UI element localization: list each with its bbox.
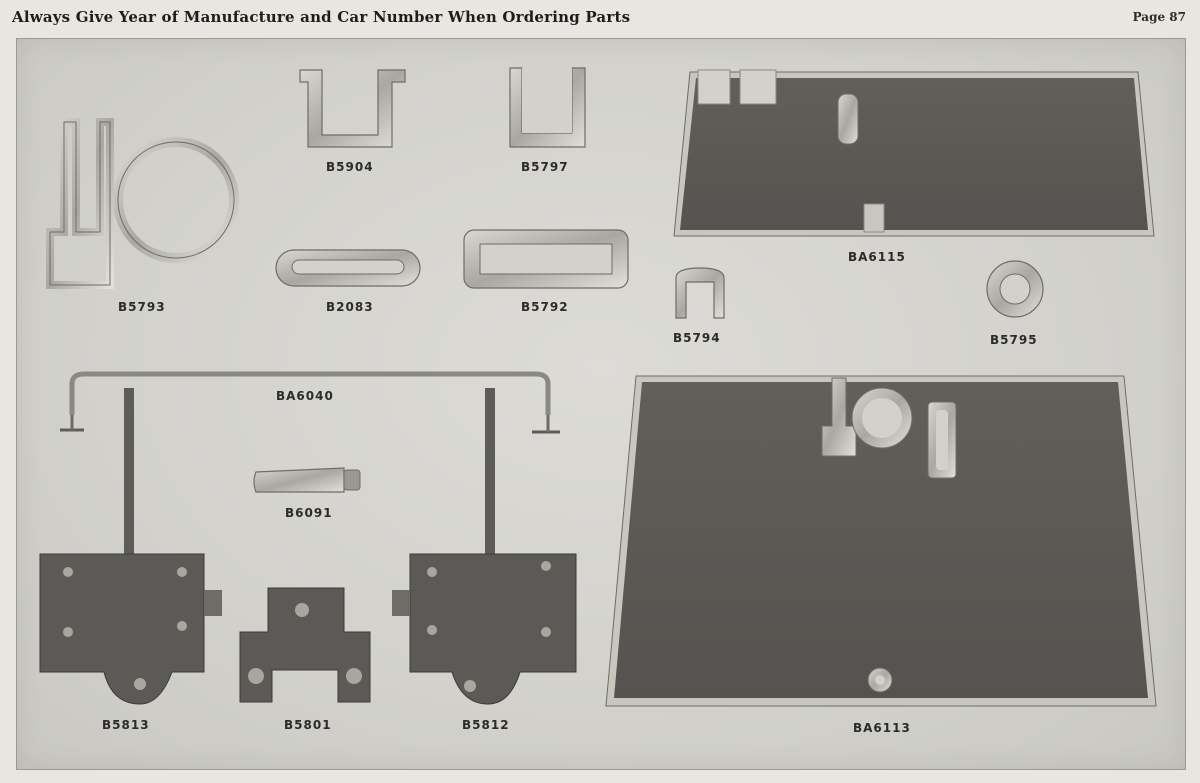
caption-b5793: B5793: [118, 300, 166, 314]
part-ba6040: [60, 371, 560, 434]
caption-b2083: B2083: [326, 300, 374, 314]
caption-b5813: B5813: [102, 718, 150, 732]
part-b5794: [675, 267, 725, 319]
caption-b5904: B5904: [326, 160, 374, 174]
caption-ba6113: BA6113: [853, 721, 911, 735]
part-b5795: [986, 260, 1044, 318]
part-ba6113: [605, 375, 1157, 707]
caption-b5801: B5801: [284, 718, 332, 732]
part-b5813: [39, 388, 222, 705]
part-b5812: [392, 388, 577, 705]
part-b6091: [253, 467, 361, 493]
caption-b5812: B5812: [462, 718, 510, 732]
caption-b5797: B5797: [521, 160, 569, 174]
caption-ba6115: BA6115: [848, 250, 906, 264]
part-b5904: [299, 69, 406, 148]
part-ba6115: [673, 69, 1155, 237]
page-header-title: Always Give Year of Manufacture and Car …: [12, 8, 631, 26]
part-b5792: [463, 229, 629, 289]
caption-b5792: B5792: [521, 300, 569, 314]
caption-b6091: B6091: [285, 506, 333, 520]
part-b5797: [509, 67, 586, 148]
part-b5801: [239, 587, 371, 703]
part-b5793: [46, 118, 239, 289]
page-number: Page 87: [1132, 10, 1186, 24]
caption-ba6040: BA6040: [276, 389, 334, 403]
part-b2083: [275, 249, 421, 287]
caption-b5794: B5794: [673, 331, 721, 345]
caption-b5795: B5795: [990, 333, 1038, 347]
